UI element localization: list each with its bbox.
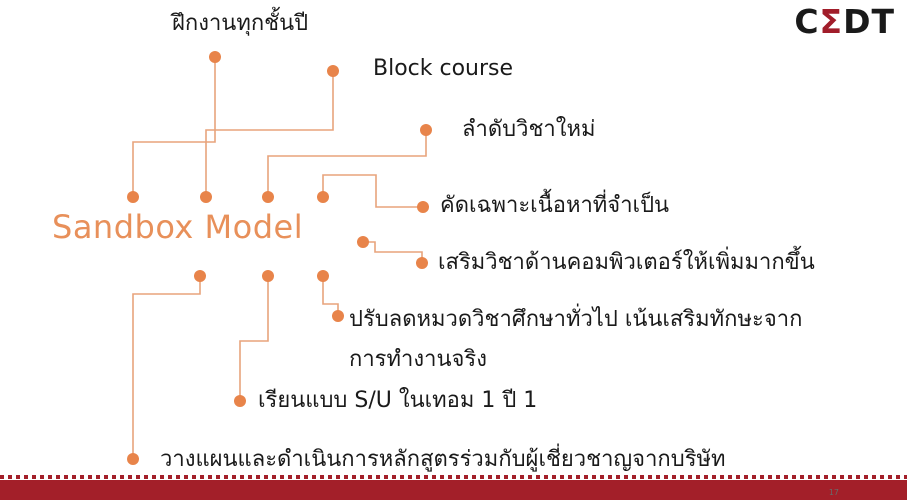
branch-label-b4: คัดเฉพาะเนื้อหาที่จำเป็น (440, 193, 670, 218)
branch-label-b7: เรียนแบบ S/U ในเทอม 1 ปี 1 (258, 388, 538, 413)
dot-bottom-1 (194, 270, 206, 282)
dot-top-1 (127, 191, 139, 203)
logo-sigma: Σ (819, 2, 844, 41)
dot-bottom-2 (262, 270, 274, 282)
dot-right (357, 236, 369, 248)
branch-label-b6-line1: ปรับลดหมวดวิชาศึกษาทั่วไป เน้นเสริมทักษะ… (349, 307, 803, 332)
connector-b7 (239, 278, 269, 401)
logo-c: C (794, 2, 820, 41)
connector-b4 (322, 174, 423, 208)
dot-b6-end (332, 310, 344, 322)
branch-label-b3: ลำดับวิชาใหม่ (462, 117, 596, 142)
logo-dt: DT (843, 2, 895, 41)
dot-top-3 (262, 191, 274, 203)
dot-top-4 (317, 191, 329, 203)
dot-b5-end (416, 257, 428, 269)
connector-b6 (322, 278, 339, 316)
branch-label-b2: Block course (373, 56, 514, 81)
connector-b1 (132, 57, 216, 197)
branch-label-b5: เสริมวิชาด้านคอมพิวเตอร์ให้เพิ่มมากขึ้น (438, 250, 815, 275)
cedt-logo: CΣDT (794, 2, 895, 41)
branch-label-b1: ฝึกงานทุกชั้นปี (172, 11, 309, 36)
connector-b5 (363, 241, 423, 263)
dot-b2-top (327, 65, 339, 77)
dot-b4-end (417, 201, 429, 213)
dot-b3-top (420, 124, 432, 136)
footer-stitch-divider (0, 475, 907, 479)
connector-b2 (205, 71, 334, 197)
branch-label-b8: วางแผนและดำเนินการหลักสูตรร่วมกับผู้เชี่… (160, 447, 726, 472)
branch-label-b6-line2: การทำงานจริง (349, 347, 487, 372)
dot-b7-end (234, 395, 246, 407)
center-title: Sandbox Model (52, 208, 304, 246)
dot-b1-top (209, 51, 221, 63)
connector-b3 (267, 130, 427, 197)
page-number: 17 (828, 488, 839, 497)
dot-bottom-3 (317, 270, 329, 282)
dot-b8-end (127, 453, 139, 465)
footer-bar (0, 480, 907, 500)
dot-top-2 (200, 191, 212, 203)
connector-b8 (132, 278, 201, 459)
